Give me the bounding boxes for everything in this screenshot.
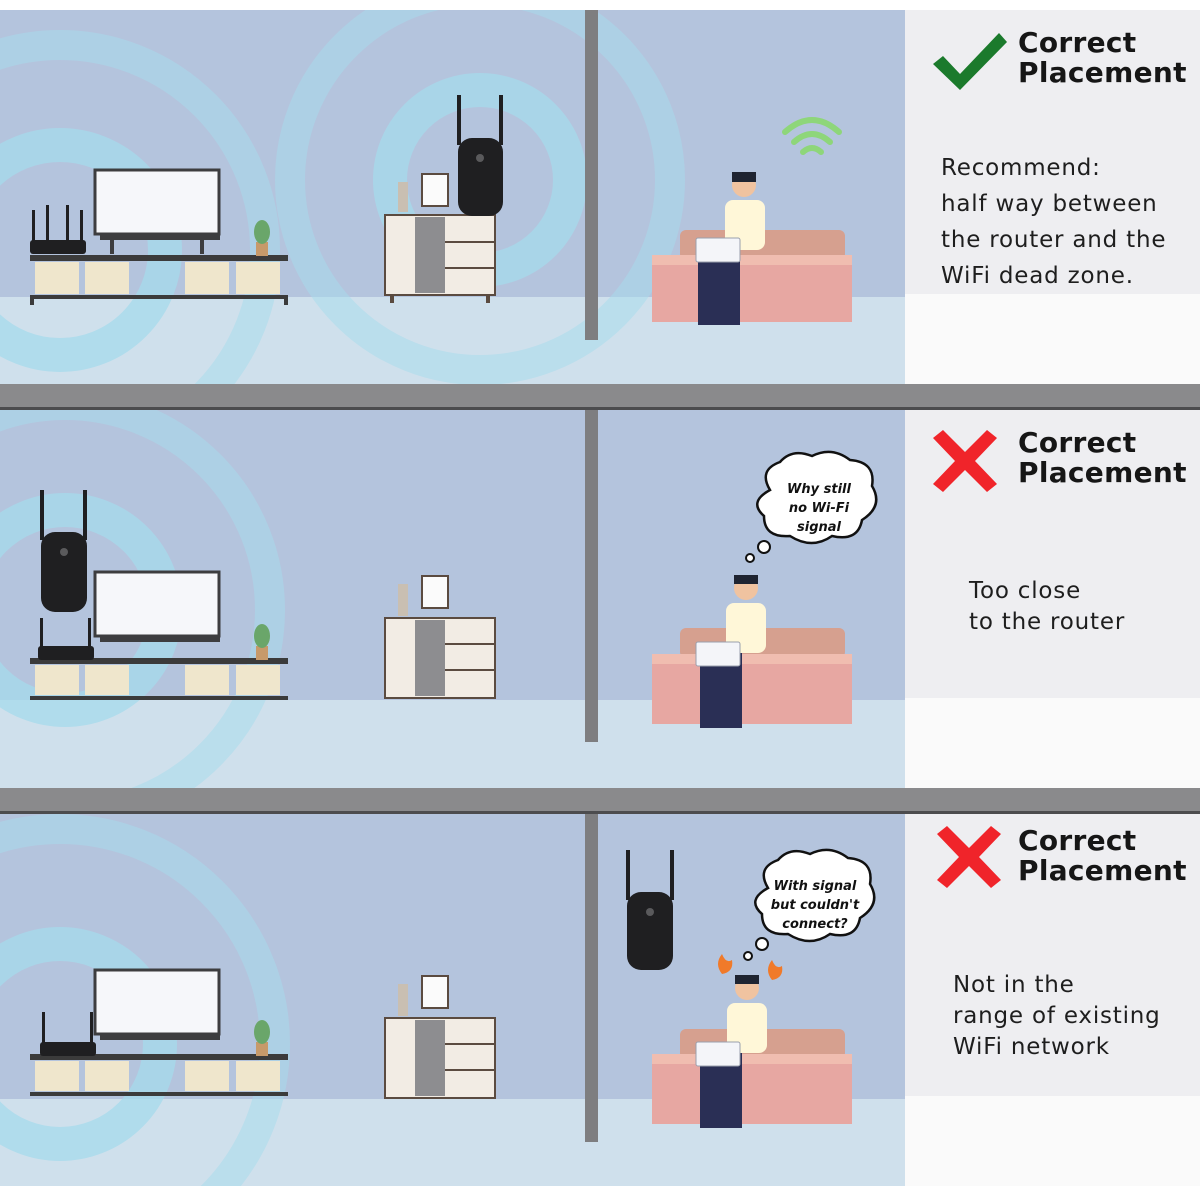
info-card: Correct Placement Too close to the route… — [905, 410, 1200, 788]
angry-person-with-laptop — [695, 975, 767, 1128]
room-wall-divider — [585, 410, 598, 742]
placement-heading: Correct Placement — [1018, 28, 1187, 88]
bubble-line: Why still — [787, 482, 851, 497]
router — [40, 1012, 96, 1056]
heading-line-2: Placement — [1018, 56, 1187, 89]
description-line: to the router — [969, 609, 1126, 635]
anger-flame-icon — [718, 954, 783, 980]
thought-bubble: With signal but couldn't connect? — [743, 848, 876, 961]
person-with-laptop — [695, 172, 765, 325]
router-signal-waves — [0, 814, 290, 1186]
dresser — [384, 575, 496, 699]
tv-stand — [30, 1054, 288, 1096]
bubble-line: With signal — [774, 879, 857, 894]
panel-correct-placement: Correct Placement Recommend: half way be… — [0, 10, 1200, 384]
tv-stand — [30, 658, 288, 700]
placement-heading: Correct Placement — [1018, 826, 1187, 886]
room-wall-divider — [585, 814, 598, 1142]
bubble-line: connect? — [782, 917, 848, 932]
heading-line-2: Placement — [1018, 456, 1187, 489]
room-illustration: With signal but couldn't connect? — [0, 814, 905, 1186]
wifi-extender — [626, 850, 674, 970]
bubble-line: but couldn't — [771, 898, 860, 913]
cross-icon — [937, 826, 1001, 888]
placement-description: Recommend: half way between the router a… — [941, 150, 1166, 294]
description-line: Not in the — [953, 972, 1075, 998]
panel-too-close: Why still no Wi-Fi signal Correct Placem… — [0, 410, 1200, 788]
bubble-line: no Wi-Fi — [789, 501, 850, 516]
dresser — [384, 975, 496, 1099]
description-line: WiFi dead zone. — [941, 263, 1134, 289]
description-line: Recommend: — [941, 155, 1101, 181]
room-wall-divider — [585, 10, 598, 340]
potted-plant — [254, 1020, 270, 1056]
panel-divider — [0, 384, 1200, 410]
cross-icon — [933, 430, 997, 492]
potted-plant — [254, 624, 270, 660]
room-scene: With signal but couldn't connect? — [0, 814, 905, 1186]
wifi-signal-icon — [782, 117, 842, 155]
room-illustration: Why still no Wi-Fi signal — [0, 410, 905, 788]
heading-line-2: Placement — [1018, 854, 1187, 887]
dresser — [384, 173, 496, 303]
description-line: range of existing — [953, 1003, 1161, 1029]
panel-out-of-range: With signal but couldn't connect? Correc… — [0, 814, 1200, 1186]
tv-stand — [30, 255, 288, 305]
description-line: half way between — [941, 191, 1158, 217]
thought-bubble: Why still no Wi-Fi signal — [745, 450, 878, 563]
description-line: Too close — [969, 578, 1082, 604]
room-scene: Why still no Wi-Fi signal — [0, 410, 905, 788]
info-card: Correct Placement Not in the range of ex… — [905, 814, 1200, 1186]
television — [93, 570, 221, 642]
check-icon — [933, 33, 1007, 90]
person-with-laptop — [695, 575, 766, 728]
wifi-extender — [40, 490, 87, 612]
placement-description: Too close to the router — [969, 576, 1125, 638]
router — [38, 618, 94, 660]
description-line: the router and the — [941, 227, 1167, 253]
placement-heading: Correct Placement — [1018, 428, 1187, 488]
placement-description: Not in the range of existing WiFi networ… — [953, 970, 1161, 1063]
router — [30, 205, 86, 254]
room-scene — [0, 10, 905, 384]
television — [93, 168, 221, 254]
info-card: Correct Placement Recommend: half way be… — [905, 10, 1200, 384]
television — [93, 968, 221, 1040]
wifi-extender — [457, 95, 503, 216]
heading-line-1: Correct — [1018, 824, 1137, 857]
panel-divider — [0, 788, 1200, 814]
room-illustration — [0, 10, 905, 384]
heading-line-1: Correct — [1018, 26, 1137, 59]
potted-plant — [254, 220, 270, 256]
bubble-line: signal — [797, 520, 842, 535]
heading-line-1: Correct — [1018, 426, 1137, 459]
description-line: WiFi network — [953, 1034, 1110, 1060]
